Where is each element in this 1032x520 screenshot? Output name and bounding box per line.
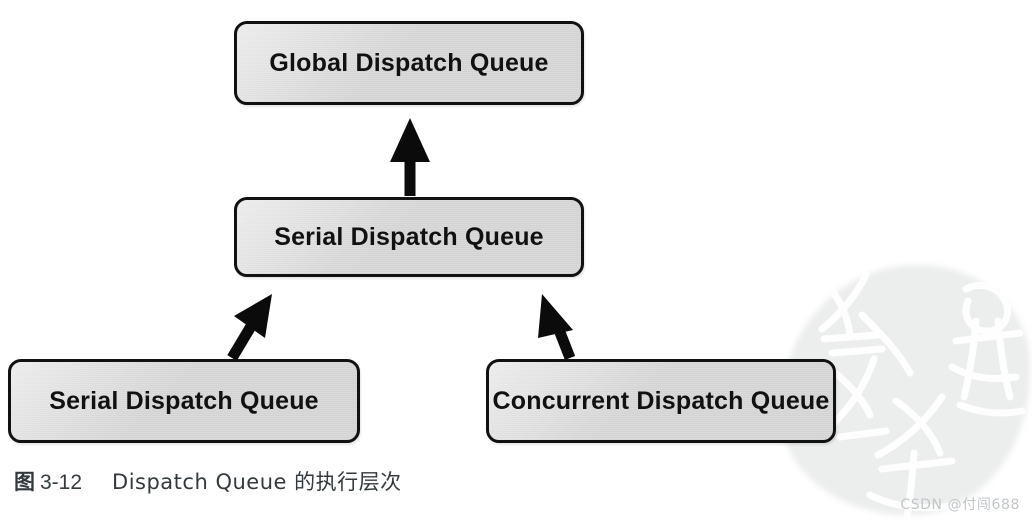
box-label: Global Dispatch Queue [269, 48, 549, 77]
box-global-dispatch-queue: Global Dispatch Queue [234, 21, 584, 105]
arrow-serial-left-to-serial-mid [227, 294, 272, 361]
arrow-concurrent-to-serial-mid [538, 294, 576, 360]
caption-figure-number: 3-12 [40, 471, 83, 494]
csdn-watermark: CSDN @付闯688 [900, 497, 1020, 513]
caption-text: Dispatch Queue 的执行层次 [112, 470, 402, 494]
box-label: Serial Dispatch Queue [49, 386, 319, 415]
box-serial-dispatch-queue-left: Serial Dispatch Queue [8, 359, 360, 443]
arrow-serial-mid-to-global [390, 118, 430, 196]
box-label: Serial Dispatch Queue [274, 222, 544, 251]
box-concurrent-dispatch-queue: Concurrent Dispatch Queue [486, 359, 836, 443]
figure-caption: 图 3-12 Dispatch Queue 的执行层次 [14, 466, 402, 496]
caption-figure-word: 图 [14, 470, 35, 494]
box-label: Concurrent Dispatch Queue [492, 386, 830, 415]
box-serial-dispatch-queue-middle: Serial Dispatch Queue [234, 197, 584, 277]
